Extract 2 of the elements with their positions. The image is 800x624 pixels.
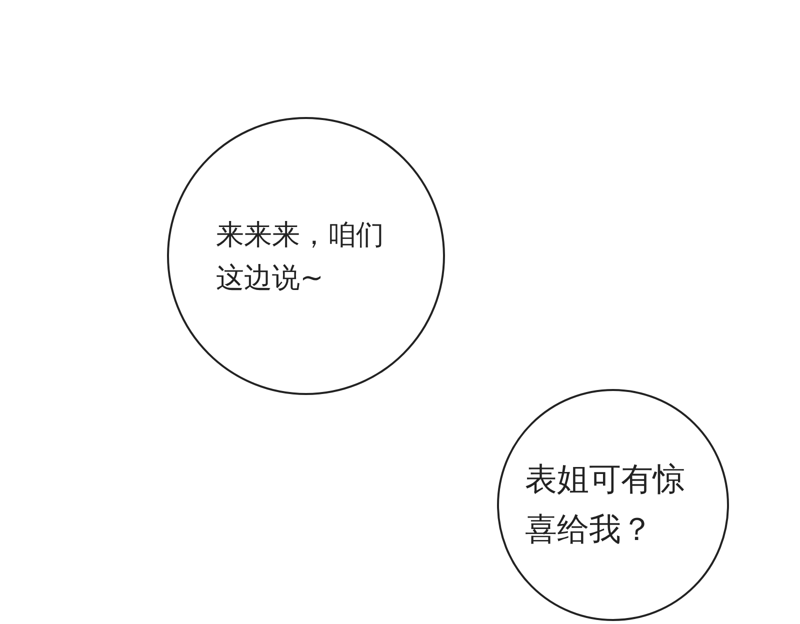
dialogue-text: 来来来，咱们这边说~ bbox=[216, 216, 385, 296]
dialogue-text: 表姐可有惊喜给我？ bbox=[525, 459, 686, 550]
